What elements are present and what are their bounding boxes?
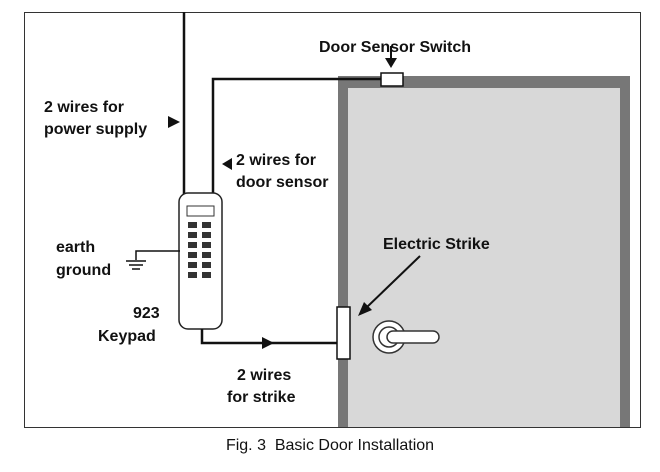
ground-icon xyxy=(126,260,146,270)
label-earth-line1: earth xyxy=(56,239,95,256)
label-door-sensor-switch: Door Sensor Switch xyxy=(319,39,471,56)
door-panel xyxy=(348,88,620,427)
label-keypad: Keypad xyxy=(98,328,156,345)
label-earth-line2: ground xyxy=(56,262,111,279)
label-door-sensor-line2: door sensor xyxy=(236,174,328,191)
label-power-supply-line2: power supply xyxy=(44,121,147,138)
arrow-icon xyxy=(262,337,274,349)
keypad-923 xyxy=(178,192,223,330)
arrow-icon xyxy=(168,116,180,128)
arrow-icon xyxy=(385,46,397,68)
arrow-icon xyxy=(358,255,421,316)
door-sensor-wire xyxy=(211,77,382,194)
label-door-sensor-line1: 2 wires for xyxy=(236,152,316,169)
door-sensor-switch xyxy=(380,72,404,87)
label-strike-wires-line1: 2 wires xyxy=(237,367,291,384)
arrow-icon xyxy=(222,158,232,170)
figure-caption: Fig. 3 Basic Door Installation xyxy=(226,437,434,454)
label-power-supply-line1: 2 wires for xyxy=(44,99,124,116)
figure-border xyxy=(24,12,641,428)
strike-wire xyxy=(200,329,338,345)
keypad-buttons xyxy=(188,222,211,278)
label-keypad-model: 923 xyxy=(133,305,160,322)
electric-strike xyxy=(336,306,351,360)
earth-ground-wire xyxy=(135,250,180,260)
label-electric-strike: Electric Strike xyxy=(383,236,490,253)
label-strike-wires-line2: for strike xyxy=(227,389,296,406)
door-handle xyxy=(372,320,440,354)
